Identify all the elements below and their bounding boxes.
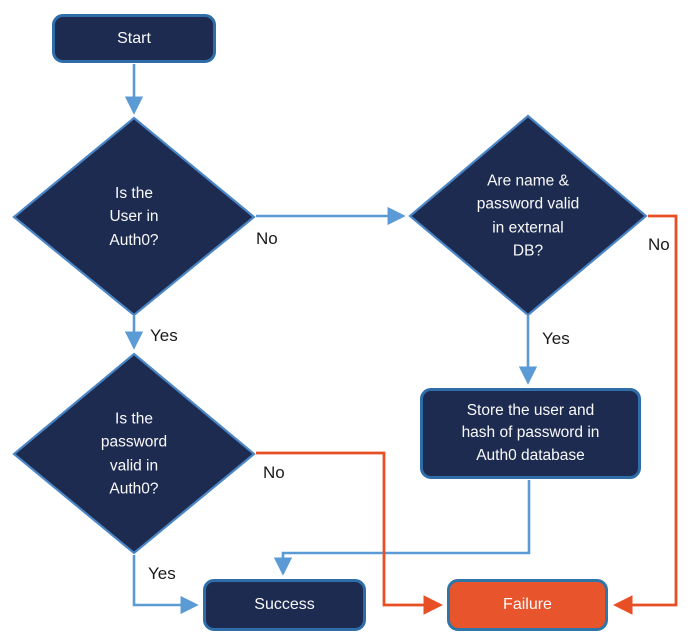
edge-password-valid-no-to-failure (256, 451, 443, 615)
decision-external-db-valid (408, 114, 648, 317)
edge-password-valid-yes-to-success (132, 555, 199, 615)
edge-store-user-to-success (273, 480, 531, 576)
decision-user-in-auth0 (12, 116, 256, 317)
store-user-node: Store the user and hash of password in A… (420, 388, 641, 479)
success-node: Success (203, 579, 366, 631)
start-node: Start (52, 14, 216, 63)
edge-external-db-no-to-failure (613, 214, 678, 615)
decision-password-valid (12, 352, 256, 555)
failure-node: Failure (447, 579, 608, 631)
